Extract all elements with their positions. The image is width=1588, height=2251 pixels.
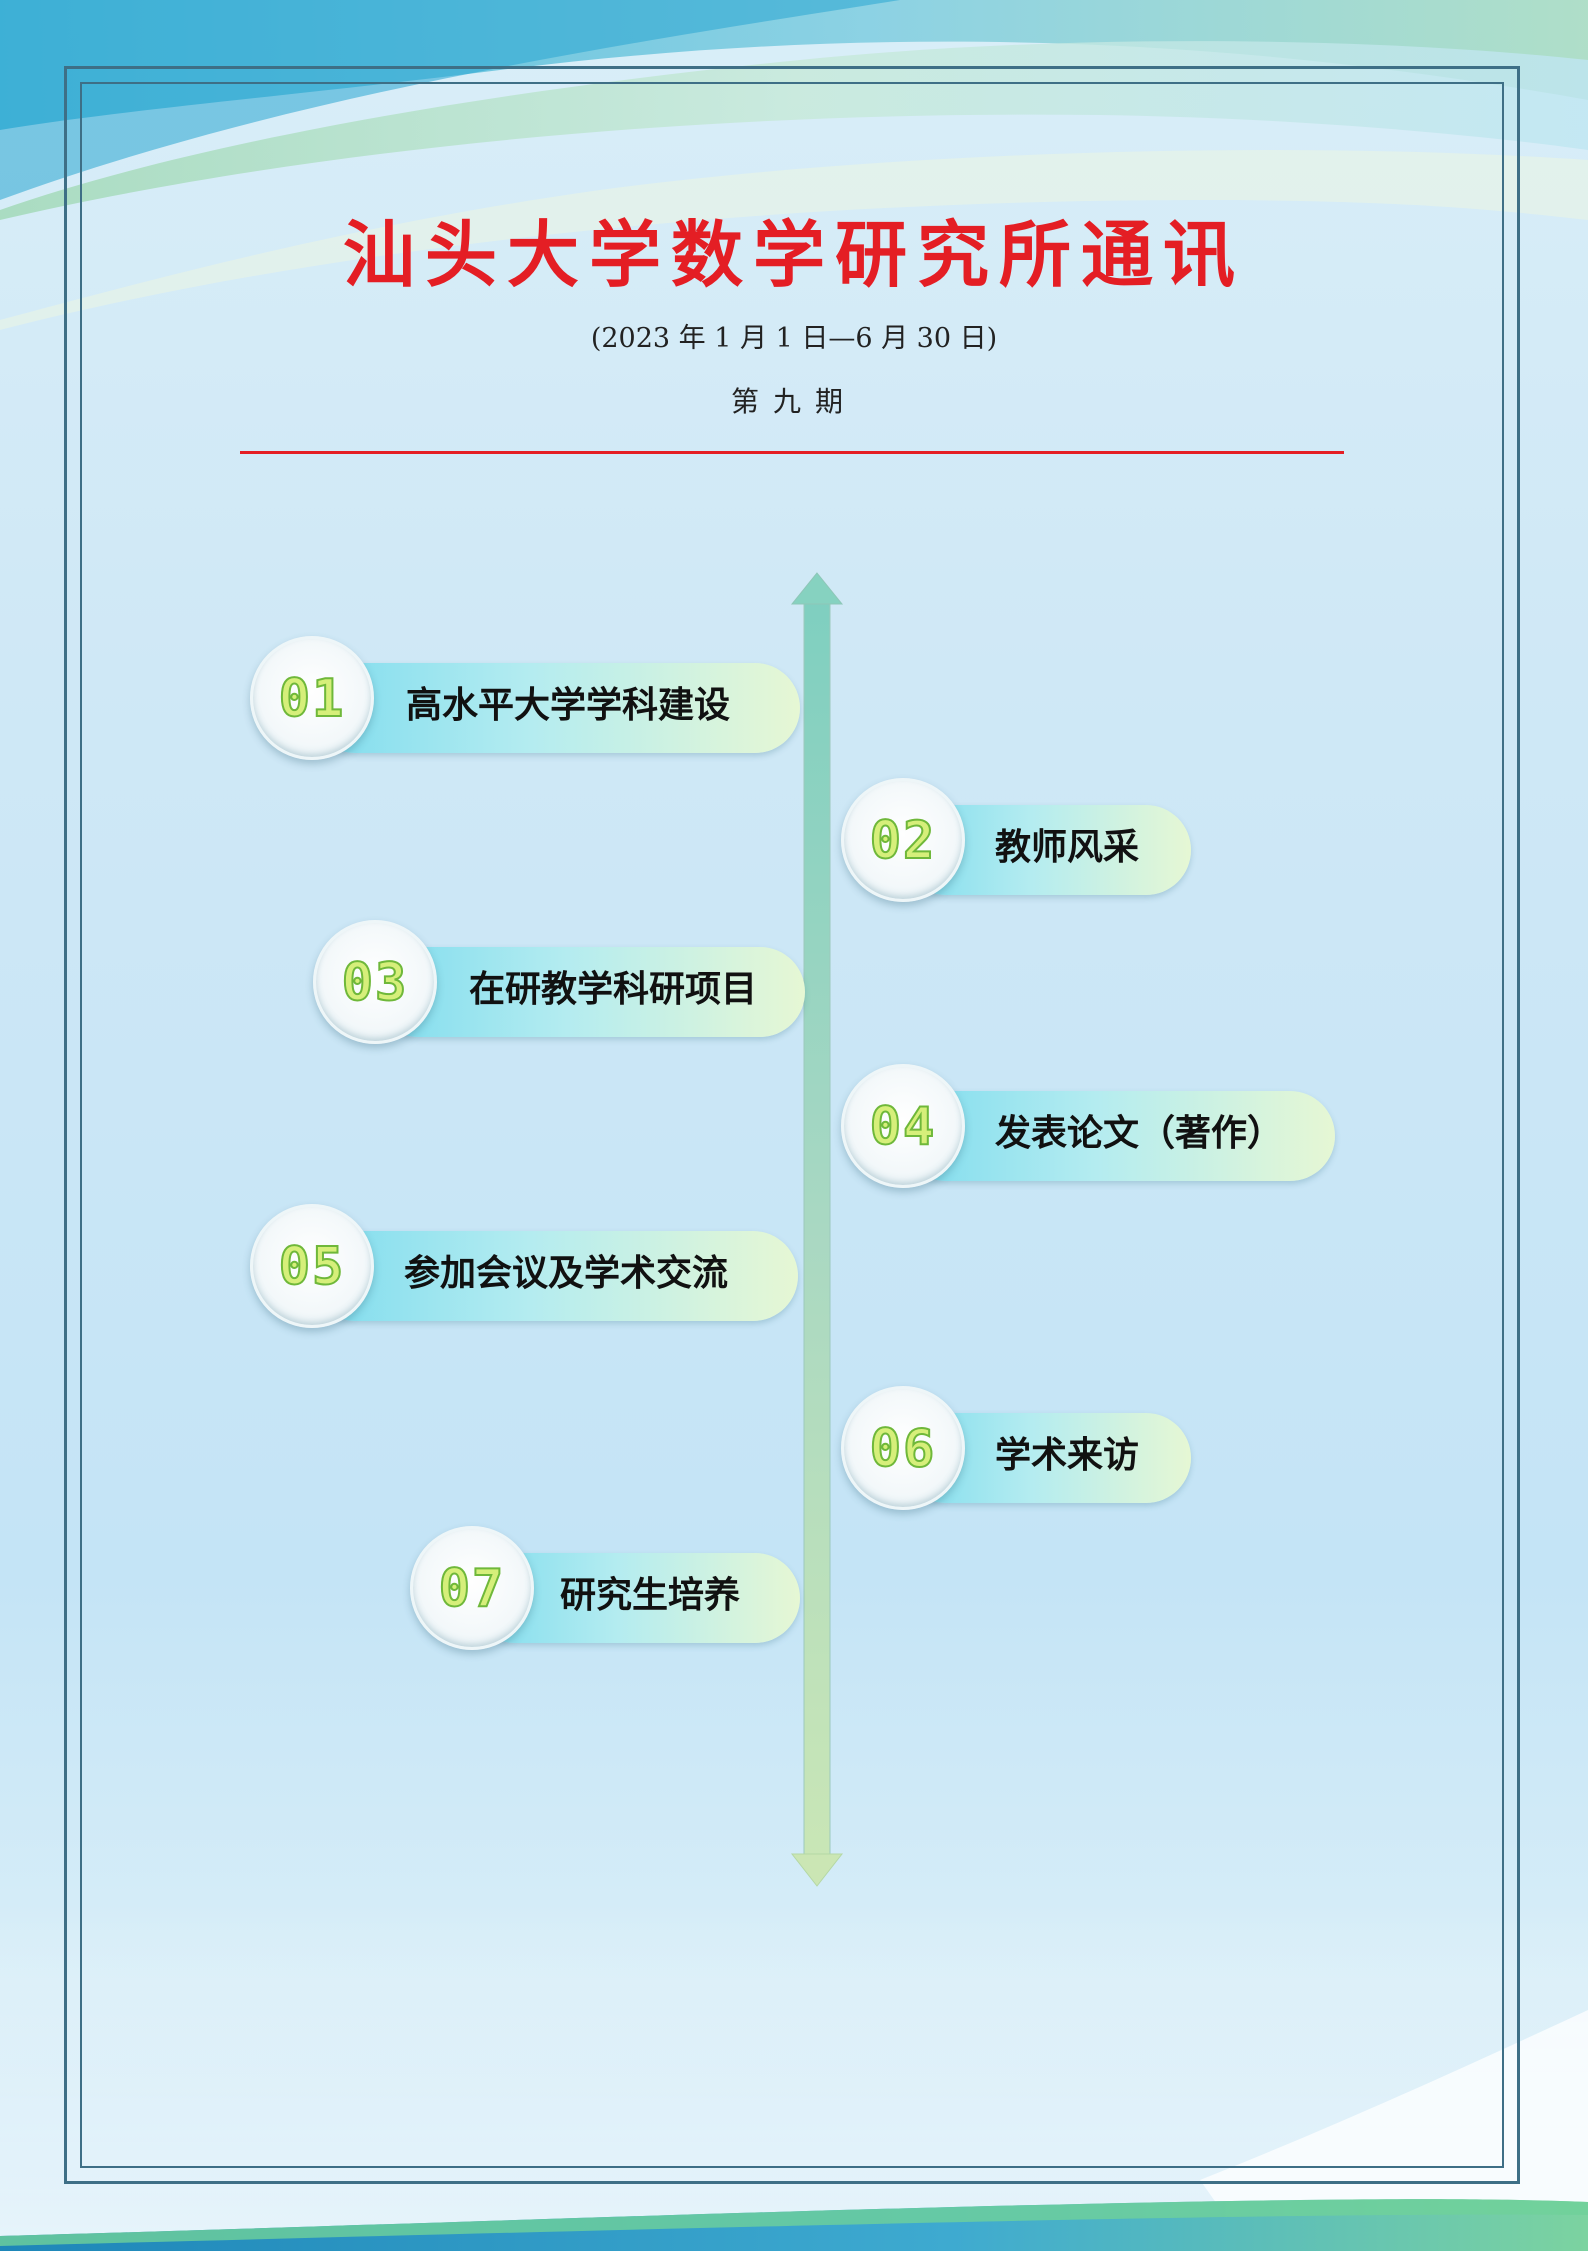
toc-item-07[interactable]: 07 研究生培养 xyxy=(410,1526,800,1652)
toc-label: 学术来访 xyxy=(995,1434,1140,1476)
toc-label: 高水平大学学科建设 xyxy=(406,684,731,726)
toc-pill xyxy=(901,1091,1335,1181)
toc-label: 在研教学科研项目 xyxy=(469,968,758,1010)
date-range: (2023 年 1 月 1 日—6 月 30 日) xyxy=(590,323,998,354)
badge-number: 02 xyxy=(869,810,937,872)
badge-number: 01 xyxy=(278,668,346,730)
title-divider xyxy=(240,451,1344,454)
toc-pill xyxy=(373,947,805,1037)
toc-label: 教师风采 xyxy=(995,826,1140,868)
badge-number: 04 xyxy=(869,1096,937,1158)
badge-number: 07 xyxy=(438,1558,506,1620)
badge-number: 03 xyxy=(341,952,409,1014)
toc-item-05[interactable]: 05 参加会议及学术交流 xyxy=(250,1204,798,1330)
toc-label: 研究生培养 xyxy=(560,1574,741,1616)
toc-item-02[interactable]: 02 教师风采 xyxy=(841,778,1191,904)
number-badge: 05 xyxy=(250,1204,374,1328)
outer-border xyxy=(64,66,1520,2184)
number-badge: 02 xyxy=(841,778,965,902)
badge-number: 06 xyxy=(869,1418,937,1480)
number-badge: 07 xyxy=(410,1526,534,1650)
toc-item-01[interactable]: 01 高水平大学学科建设 xyxy=(250,636,800,762)
toc-label: 发表论文（著作） xyxy=(995,1112,1284,1154)
number-badge: 01 xyxy=(250,636,374,760)
newsletter-title: 汕头大学数学研究所通讯 xyxy=(342,212,1245,297)
number-badge: 03 xyxy=(313,920,437,1044)
toc-item-03[interactable]: 03 在研教学科研项目 xyxy=(313,920,805,1046)
toc-pill xyxy=(310,663,800,753)
toc-item-06[interactable]: 06 学术来访 xyxy=(841,1386,1191,1512)
toc-label: 参加会议及学术交流 xyxy=(404,1252,729,1294)
inner-border xyxy=(80,82,1504,2168)
number-badge: 06 xyxy=(841,1386,965,1510)
toc-pill xyxy=(310,1231,798,1321)
toc-item-04[interactable]: 04 发表论文（著作） xyxy=(841,1064,1335,1190)
issue-number: 第九期 xyxy=(730,385,857,418)
badge-number: 05 xyxy=(278,1236,346,1298)
number-badge: 04 xyxy=(841,1064,965,1188)
